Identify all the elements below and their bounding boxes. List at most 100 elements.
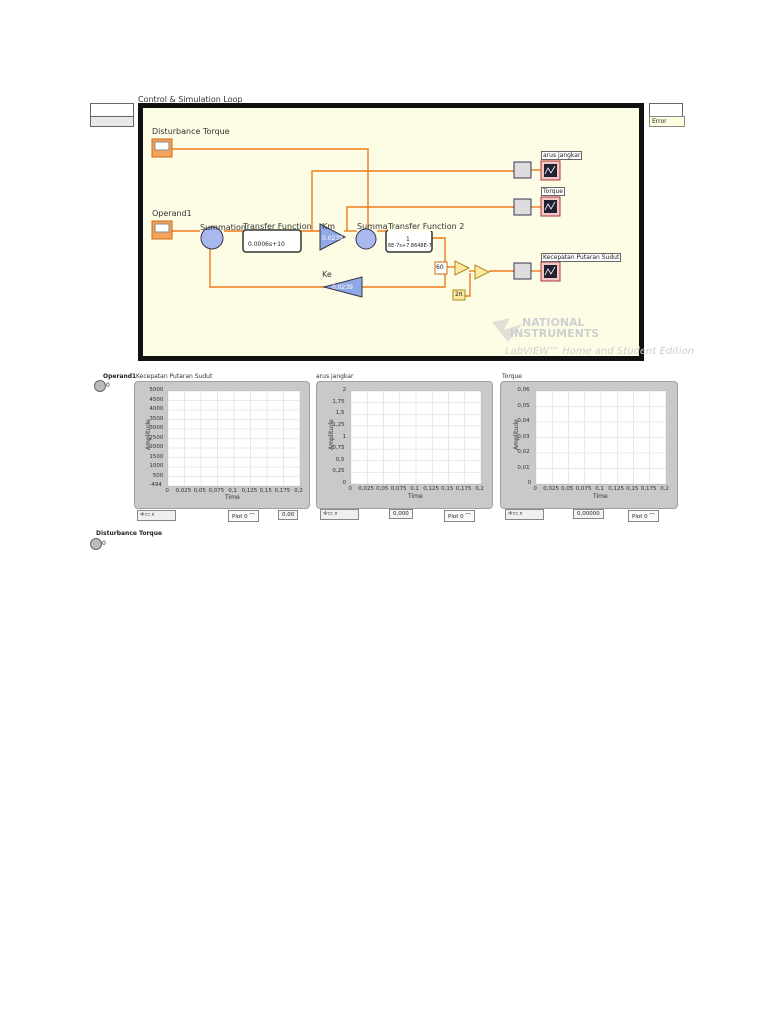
disturbance-torque-terminal[interactable] <box>151 138 173 158</box>
x-tick-label: 0,025 <box>543 486 559 492</box>
y-tick-label: 0,5 <box>335 456 345 463</box>
y-tick-label: 500 <box>152 472 164 479</box>
graph-kecepatan-title: Kecepatan Putaran Sudut <box>136 373 213 380</box>
summation2-circle-icon[interactable] <box>355 228 377 250</box>
graph-kecepatan-grid <box>167 390 301 487</box>
y-tick-label: 2 <box>342 387 347 393</box>
graph-torque-ylabel: Amplitude <box>513 419 520 450</box>
y-tick-label: 3500 <box>149 415 164 422</box>
multiply-icon[interactable] <box>454 260 471 276</box>
x-tick-label: 0,125 <box>423 486 439 492</box>
block-diagram <box>151 138 561 342</box>
divide-icon[interactable] <box>474 264 491 280</box>
y-tick-label: 1 <box>342 433 347 440</box>
disturbance-torque-label: Disturbance Torque <box>152 127 230 136</box>
graph-torque-tools[interactable]: ✛▭ ⌕ <box>505 509 544 520</box>
disturbance-value[interactable]: 0 <box>102 540 106 547</box>
x-tick-label: 0,05 <box>376 486 389 492</box>
constant-2pi[interactable] <box>452 289 466 301</box>
km-gain-triangle-icon[interactable] <box>319 223 347 251</box>
y-tick-label: 3000 <box>149 425 164 431</box>
x-tick-label: 0,075 <box>208 488 225 494</box>
x-tick-label: 0,2 <box>475 486 484 492</box>
x-tick-label: 0 <box>165 488 169 494</box>
summation-label: Summation <box>200 223 246 232</box>
y-tick-label: 1,75 <box>332 398 345 405</box>
x-tick-label: 0,075 <box>390 486 407 492</box>
graph-kecepatan-readout: 0,00 <box>278 510 299 520</box>
y-tick-label: 0 <box>342 480 347 486</box>
constant-60[interactable] <box>434 261 448 275</box>
x-tick-label: 0,025 <box>175 488 192 494</box>
y-tick-label: 0,06 <box>517 387 530 393</box>
summation2-label: Summation 2 <box>357 222 411 231</box>
arus-jangkar-graph-label: arus jangkar <box>541 151 583 160</box>
graph-arus-title: arus jangkar <box>316 373 354 380</box>
y-tick-label: 0,25 <box>332 468 345 475</box>
operand1-label: Operand1 <box>152 209 192 218</box>
y-tick-label: 0,01 <box>517 464 530 471</box>
x-tick-label: 0,05 <box>193 488 206 494</box>
y-tick-label: 1500 <box>149 453 164 460</box>
watermark-instruments: INSTRUMENTS <box>510 327 600 340</box>
x-tick-label: 0,15 <box>626 486 639 492</box>
x-tick-label: 0,15 <box>259 488 272 494</box>
watermark-labview: LabVIEW™ Home and Student Edition <box>505 346 695 357</box>
transfer-function2-label: Transfer Function 2 <box>388 222 465 231</box>
graph-kecepatan-ylabel: Amplitude <box>145 419 152 450</box>
km-label: Km <box>322 222 336 231</box>
constant-2pi-value: 2π <box>455 291 463 298</box>
operand1-terminal[interactable] <box>151 220 173 240</box>
y-tick-label: 0,04 <box>517 418 530 424</box>
x-tick-label: 0,1 <box>410 486 419 492</box>
summation-circle-icon[interactable] <box>200 226 224 250</box>
y-tick-label: 5000 <box>149 387 164 393</box>
x-tick-label: 0,025 <box>358 486 374 492</box>
transfer-function-label: Transfer Function <box>243 222 312 231</box>
operand1-value[interactable]: 0 <box>106 382 110 389</box>
graph-torque-grid <box>535 390 667 485</box>
graph-torque-legend[interactable]: Plot 0 ⌒ <box>628 510 659 522</box>
graph-terminal-arus[interactable] <box>513 160 561 181</box>
ke-gain-triangle-icon[interactable] <box>322 276 363 298</box>
graph-terminal-kecepatan[interactable] <box>513 261 561 282</box>
x-tick-label: 0,05 <box>561 486 574 492</box>
y-tick-label: 0 <box>527 480 532 486</box>
disturbance-knob-icon[interactable] <box>90 538 102 550</box>
y-tick-label: 1000 <box>149 463 164 469</box>
y-tick-label: 1,5 <box>335 410 345 417</box>
y-tick-label: 0,75 <box>332 445 345 452</box>
operand1-knob-icon[interactable] <box>94 380 106 392</box>
graph-arus-readout: 0,000 <box>389 509 413 519</box>
graph-torque-readout: 0,00000 <box>573 509 604 519</box>
x-tick-label: 0,2 <box>294 488 303 494</box>
transfer-function-block[interactable] <box>242 229 302 253</box>
graph-terminal-torque[interactable] <box>513 196 561 217</box>
y-tick-label: 1,25 <box>332 421 345 428</box>
y-tick-label: 2000 <box>149 444 164 450</box>
y-tick-label: 0,05 <box>517 402 530 409</box>
legend-label: Plot 0 <box>448 514 464 520</box>
loop-title: Control & Simulation Loop <box>138 95 243 104</box>
y-tick-label: 0,02 <box>517 449 530 455</box>
transfer-function-value: 0.0006s+10 <box>248 241 285 248</box>
loop-left-sub-terminal[interactable] <box>90 116 134 127</box>
graph-arus-legend[interactable]: Plot 0 ⌒ <box>444 510 475 522</box>
ke-gain-value: 0.0239 <box>332 284 353 291</box>
watermark-national: NATIONAL <box>522 316 585 329</box>
x-tick-label: 0 <box>348 486 352 492</box>
error-terminal[interactable]: Error <box>649 116 685 127</box>
graph-arus-grid <box>350 390 482 485</box>
x-tick-label: 0,175 <box>455 486 472 492</box>
graph-arus-ylabel: Amplitude <box>328 419 335 450</box>
graph-kecepatan-tools[interactable]: ✛▭ ⌕ <box>137 510 176 521</box>
x-tick-label: 0,175 <box>274 488 291 494</box>
kecepatan-graph-label: Kecepatan Putaran Sudut <box>541 253 622 262</box>
y-tick-label: 0,03 <box>517 433 530 440</box>
x-tick-label: 0,2 <box>660 486 669 492</box>
x-tick-label: 0,075 <box>575 486 592 492</box>
graph-kecepatan-legend[interactable]: Plot 0 ⌒ <box>228 510 259 522</box>
graph-kecepatan-xlabel: Time <box>225 494 240 501</box>
graph-arus-tools[interactable]: ✛▭ ⌕ <box>320 509 359 520</box>
torque-graph-label: Torque <box>541 187 565 196</box>
